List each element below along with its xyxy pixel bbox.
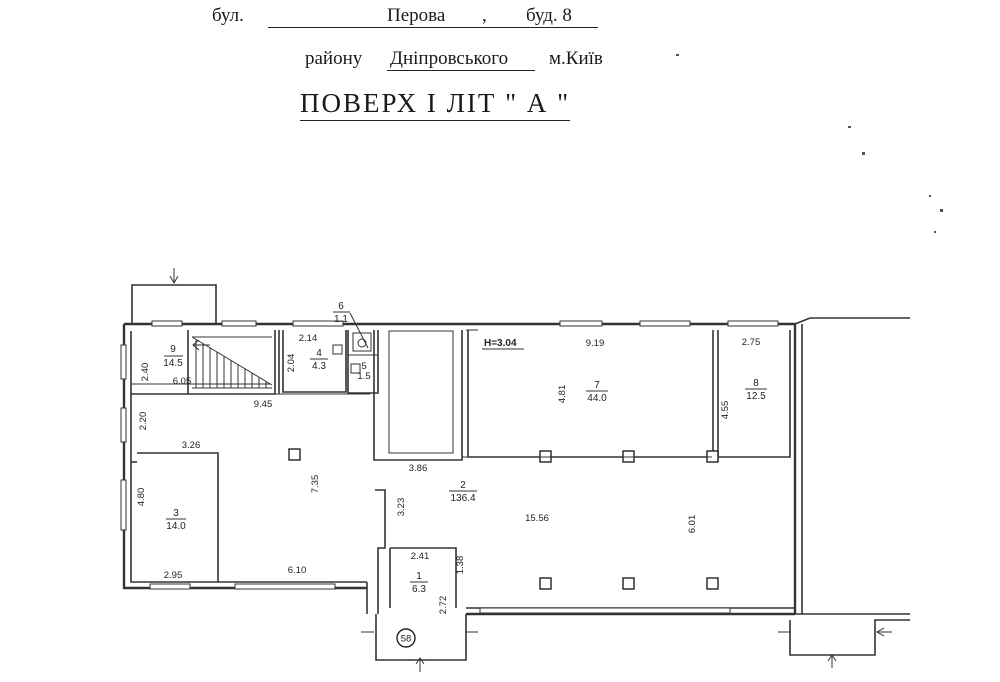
entrance-porch-right	[778, 619, 910, 668]
street-prefix: бул.	[212, 5, 244, 26]
toilet-icon	[352, 332, 372, 352]
city-name: м.Київ	[549, 48, 603, 69]
svg-text:4.3: 4.3	[312, 361, 326, 372]
svg-text:9.45: 9.45	[254, 399, 273, 410]
svg-text:2.41: 2.41	[411, 551, 430, 562]
svg-text:15.56: 15.56	[525, 513, 549, 524]
svg-text:8: 8	[753, 378, 759, 389]
svg-text:136.4: 136.4	[450, 493, 475, 504]
svg-text:7.35: 7.35	[310, 475, 321, 494]
svg-text:2.04: 2.04	[286, 354, 297, 373]
svg-text:3.23: 3.23	[396, 498, 407, 517]
svg-text:6.10: 6.10	[288, 565, 307, 576]
svg-text:2: 2	[460, 480, 466, 491]
room-7-label: 7 44.0	[586, 380, 608, 404]
svg-text:2.75: 2.75	[742, 337, 761, 348]
room-9-label: 9 14.5	[163, 344, 183, 369]
windows	[120, 320, 779, 614]
room-4-label: 4 4.3	[310, 348, 328, 372]
svg-text:2.20: 2.20	[138, 412, 149, 431]
street-name: Перова	[387, 5, 446, 26]
svg-text:1.1: 1.1	[334, 314, 348, 325]
svg-text:9: 9	[170, 344, 176, 355]
building-number: буд. 8	[526, 5, 572, 26]
room-5-label: 5 1.5	[357, 361, 370, 382]
svg-text:4.81: 4.81	[557, 385, 568, 404]
svg-text:6: 6	[338, 301, 344, 312]
svg-text:2.72: 2.72	[438, 596, 449, 615]
scatter-marks	[676, 54, 943, 233]
svg-text:3.26: 3.26	[182, 440, 201, 451]
district-name: Дніпровського	[390, 48, 509, 69]
svg-text:6.01: 6.01	[687, 515, 698, 534]
room-6-label: 6 1.1	[333, 301, 369, 349]
svg-text:4.80: 4.80	[136, 488, 147, 507]
entrance-porch-bottom	[361, 614, 478, 672]
svg-text:14.5: 14.5	[163, 358, 183, 369]
svg-text:4: 4	[316, 348, 322, 359]
ceiling-height-label: H=3.04	[482, 338, 524, 350]
svg-text:4.55: 4.55	[720, 401, 731, 420]
outer-walls	[122, 317, 910, 616]
svg-text:44.0: 44.0	[587, 393, 607, 404]
dimension-values: 2.40 6.05 9.45 2.20 3.26 4.80 2.95 7.35 …	[136, 333, 760, 614]
district-underline	[387, 70, 535, 71]
svg-text:6.05: 6.05	[173, 376, 192, 387]
stair-treads	[191, 336, 273, 389]
svg-text:3: 3	[173, 508, 179, 519]
svg-text:12.5: 12.5	[746, 391, 766, 402]
svg-text:2.14: 2.14	[299, 333, 318, 344]
svg-text:9.19: 9.19	[586, 338, 605, 349]
svg-text:14.0: 14.0	[166, 521, 186, 532]
dimension-lines	[131, 329, 712, 458]
street-underline	[268, 27, 598, 28]
room-8-label: 8 12.5	[745, 378, 767, 402]
svg-text:H=3.04: H=3.04	[484, 338, 517, 349]
entrance-badge: 58	[396, 628, 416, 648]
svg-text:1.5: 1.5	[357, 371, 370, 382]
svg-text:1.38: 1.38	[455, 556, 466, 575]
svg-text:5: 5	[361, 361, 366, 372]
svg-text:2.40: 2.40	[140, 363, 151, 382]
columns	[288, 448, 719, 590]
room-3-label: 3 14.0	[166, 508, 186, 532]
svg-text:1: 1	[416, 571, 422, 582]
svg-text:2.95: 2.95	[164, 570, 183, 581]
svg-text:7: 7	[594, 380, 600, 391]
svg-text:58: 58	[401, 634, 412, 645]
room-2-label: 2 136.4	[449, 480, 477, 504]
svg-text:3.86: 3.86	[409, 463, 428, 474]
district-prefix: району	[305, 48, 363, 69]
sink-icon	[332, 344, 361, 374]
entrance-porch-top	[131, 268, 217, 324]
street-comma: ,	[482, 5, 487, 26]
room-1-label: 1 6.3	[410, 571, 428, 595]
floor-title: ПОВЕРХ І ЛІТ " А "	[300, 88, 571, 121]
room-labels: 9 14.5 4 4.3 6 1.1 5 1.5 7 44.0 8 12.5	[163, 301, 767, 595]
svg-text:6.3: 6.3	[412, 584, 426, 595]
